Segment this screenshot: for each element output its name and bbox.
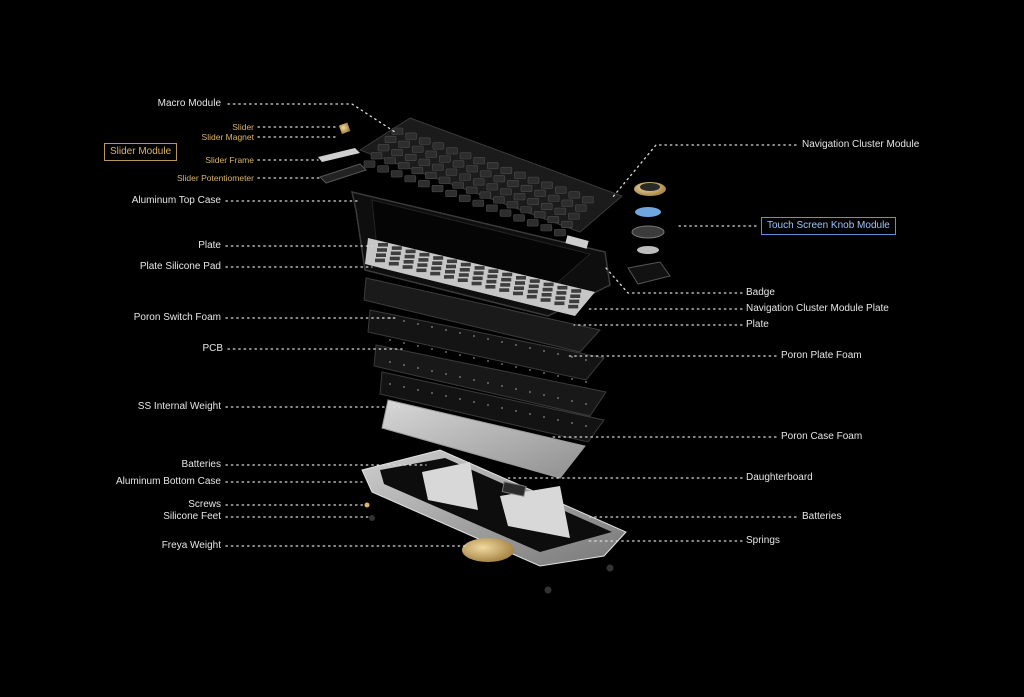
- label-batteries-right: Batteries: [802, 511, 842, 522]
- aluminum-bottom-case-shape: [361, 449, 627, 567]
- battery-shape-right: [500, 486, 570, 538]
- freya-weight-shape: [462, 538, 514, 562]
- label-pcb: PCB: [202, 343, 223, 354]
- label-batteries-left: Batteries: [181, 459, 221, 470]
- callout-slider-module: Slider Module: [104, 143, 178, 161]
- ss-internal-weight-shape: [381, 399, 586, 479]
- label-navigation-cluster-module: Navigation Cluster Module: [802, 139, 920, 150]
- label-poron-plate-foam: Poron Plate Foam: [781, 350, 862, 361]
- label-badge: Badge: [746, 287, 775, 298]
- label-screws: Screws: [188, 499, 221, 510]
- keycap-layer: [358, 117, 623, 237]
- label-slider-magnet: Slider Magnet: [201, 132, 254, 142]
- label-slider: Slider: [232, 122, 254, 132]
- touch-screen-knob-shape: [627, 182, 671, 285]
- plate-shape: [365, 238, 595, 316]
- label-freya-weight: Freya Weight: [161, 540, 221, 551]
- label-slider-frame: Slider Frame: [205, 155, 254, 165]
- battery-shape-left: [422, 462, 478, 510]
- label-navigation-cluster-module-plate: Navigation Cluster Module Plate: [746, 303, 889, 314]
- foam-and-pcb-layers: [363, 277, 607, 443]
- label-springs: Springs: [746, 535, 780, 546]
- label-daughterboard: Daughterboard: [746, 472, 813, 483]
- label-slider-potentiometer: Slider Potentiometer: [176, 173, 254, 183]
- callout-touch-screen-knob-module: Touch Screen Knob Module: [761, 217, 896, 235]
- label-aluminum-bottom-case: Aluminum Bottom Case: [115, 476, 221, 487]
- label-poron-switch-foam: Poron Switch Foam: [133, 312, 221, 323]
- label-silicone-feet: Silicone Feet: [163, 511, 221, 522]
- screws-and-feet: [364, 502, 614, 594]
- label-aluminum-top-case: Aluminum Top Case: [131, 195, 221, 206]
- label-poron-case-foam: Poron Case Foam: [781, 431, 863, 442]
- slider-module-shape: [318, 122, 367, 184]
- label-plate-silicone-pad: Plate Silicone Pad: [139, 261, 221, 272]
- label-plate-left: Plate: [198, 240, 221, 251]
- label-plate-right: Plate: [746, 319, 769, 330]
- label-macro-module: Macro Module: [157, 98, 221, 109]
- label-ss-internal-weight: SS Internal Weight: [137, 401, 221, 412]
